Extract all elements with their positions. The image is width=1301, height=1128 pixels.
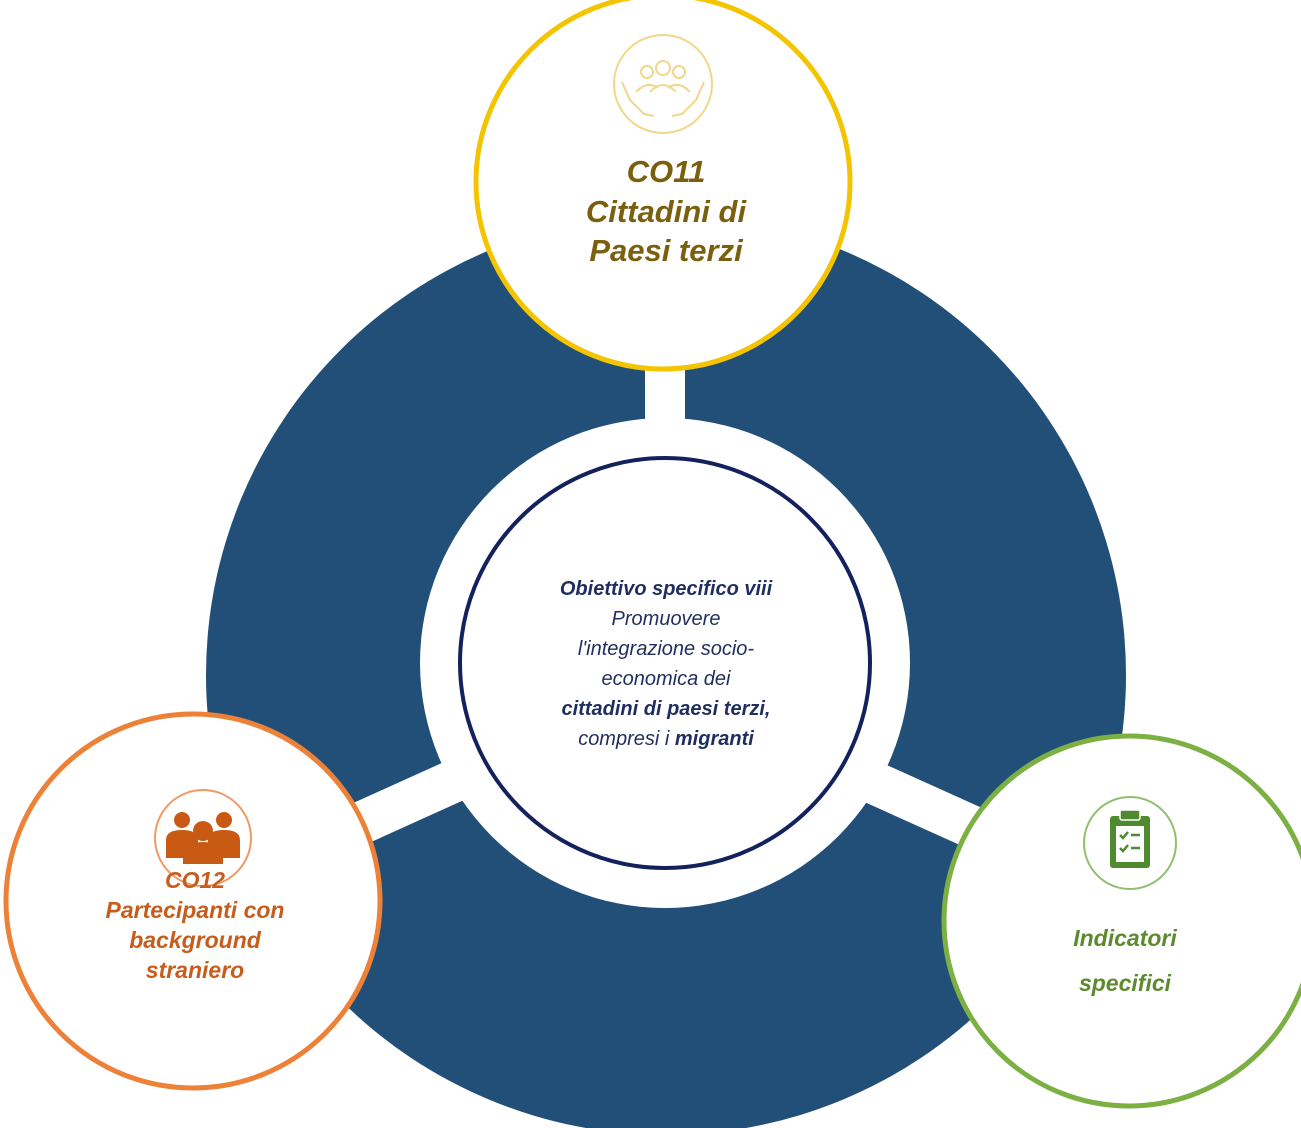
- top-node-title-line2: Paesi terzi: [589, 233, 743, 269]
- right-node-title-line2: specifici: [1078, 969, 1172, 996]
- clipboard-checklist-icon: [1083, 796, 1177, 890]
- left-node-label: CO12 Partecipanti con background stranie…: [30, 866, 360, 986]
- center-node-line2: l'integrazione socio-: [577, 638, 755, 660]
- left-node-code: CO12: [164, 867, 226, 893]
- top-node-code: CO11: [626, 154, 706, 189]
- right-node-circle: [941, 733, 1301, 1109]
- center-node-line1: Promuovere: [611, 608, 721, 630]
- center-node-title: Obiettivo specifico viii: [559, 578, 773, 600]
- center-node-line4: cittadini di paesi terzi,: [561, 698, 771, 720]
- center-node-line5-bold: migranti: [674, 728, 754, 750]
- left-node-circle: [3, 711, 383, 1091]
- left-node-title-line3: straniero: [145, 956, 245, 983]
- center-node-line5-prefix: compresi i: [578, 728, 675, 750]
- right-node-label: Indicatori specifici: [970, 916, 1280, 1006]
- top-node-title-line1: Cittadini di: [585, 193, 747, 229]
- left-node-title-line1: Partecipanti con: [105, 896, 285, 923]
- center-circle: [458, 456, 872, 870]
- top-node-circle: [473, 0, 853, 372]
- people-in-hands-icon: [613, 34, 713, 134]
- left-node-title-line2: background: [129, 926, 261, 953]
- right-node-title-line1: Indicatori: [1073, 925, 1177, 951]
- center-node-label: Obiettivo specifico viii Promuovere l'in…: [500, 574, 832, 754]
- top-node-label: CO11 Cittadini di Paesi terzi: [510, 152, 822, 271]
- center-node-line5: compresi i migranti: [500, 724, 832, 754]
- center-node-line3: economica dei: [601, 668, 731, 690]
- group-of-people-icon: [154, 789, 252, 887]
